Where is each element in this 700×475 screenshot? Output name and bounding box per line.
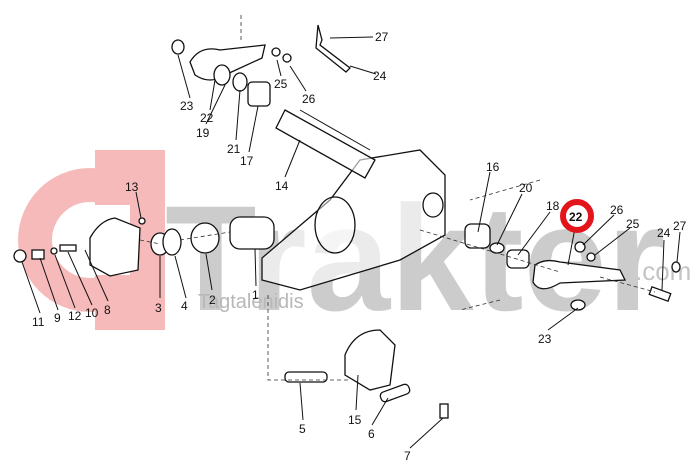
shaft-14	[275, 109, 376, 179]
part-label[interactable]: 23	[538, 332, 552, 346]
guide-lines	[139, 15, 656, 381]
part-label[interactable]: 8	[104, 303, 111, 317]
part-label[interactable]: 20	[519, 181, 533, 195]
part-label[interactable]: 24	[657, 226, 671, 240]
part-label[interactable]: 11	[32, 315, 45, 329]
part-label[interactable]: 14	[275, 179, 289, 193]
housing	[261, 149, 446, 291]
part-label[interactable]: 6	[368, 427, 375, 441]
part-label[interactable]: 1	[252, 288, 259, 302]
lower-parts	[284, 329, 449, 419]
part-label[interactable]: 25	[626, 217, 640, 231]
part-label[interactable]: 22	[200, 111, 214, 125]
part-label[interactable]: 27	[375, 30, 389, 44]
part-label[interactable]: 25	[274, 77, 288, 91]
part-label[interactable]: 26	[302, 92, 316, 106]
part-label[interactable]: 4	[181, 299, 188, 313]
part-label[interactable]: 23	[180, 99, 194, 113]
pump-parts	[13, 216, 275, 277]
part-label-highlighted[interactable]: 22	[569, 210, 583, 224]
part-label[interactable]: 15	[348, 413, 362, 427]
part-label[interactable]: 24	[373, 69, 387, 83]
part-label[interactable]: 17	[240, 154, 254, 168]
top-arm	[171, 24, 351, 107]
part-label[interactable]: 27	[673, 219, 687, 233]
part-label[interactable]: 5	[299, 422, 306, 436]
part-label[interactable]: 21	[227, 142, 241, 156]
part-label[interactable]: 9	[54, 311, 61, 325]
part-label[interactable]: 7	[404, 449, 411, 463]
highlight-ring	[560, 199, 594, 233]
part-label[interactable]: 3	[155, 301, 162, 315]
part-label[interactable]: 13	[125, 180, 139, 194]
watermark-tagline: Tagtalenidis	[198, 291, 304, 313]
leader-lines	[21, 36, 681, 449]
part-label[interactable]: 2	[209, 293, 216, 307]
part-label[interactable]: 18	[546, 199, 560, 213]
part-labels: 27 24 25 26 23 22 19 21 17 14 13 16 20 1…	[32, 30, 687, 463]
part-label[interactable]: 26	[610, 203, 624, 217]
part-label[interactable]: 12	[68, 309, 82, 323]
part-label[interactable]: 16	[486, 160, 500, 174]
part-label[interactable]: 19	[196, 126, 210, 140]
part-label[interactable]: 10	[85, 306, 99, 320]
